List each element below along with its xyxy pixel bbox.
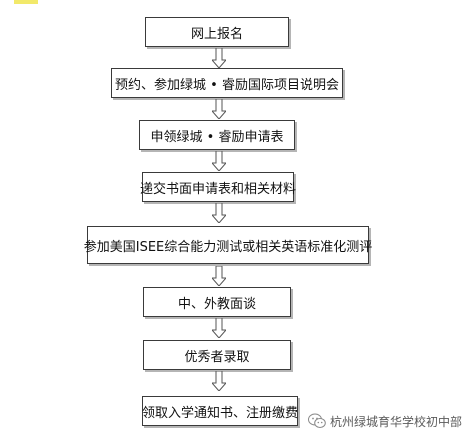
watermark: 杭州绿城育华学校初中部 (308, 410, 462, 432)
step-test: 参加美国ISEE综合能力测试或相关英语标准化测评 (84, 226, 372, 264)
step-submit: 递交书面申请表和相关材料 (140, 172, 297, 202)
step-label: 优秀者录取 (184, 349, 250, 365)
step-label: 网上报名 (190, 26, 243, 42)
step-label: 参加美国ISEE综合能力测试或相关英语标准化测评 (83, 239, 373, 255)
arrow-down-icon (212, 266, 226, 286)
arrow-down-icon (212, 99, 226, 119)
arrow-down-icon (212, 203, 226, 223)
step-enroll: 领取入学通知书、注册缴费 (142, 396, 298, 426)
arrow-down-icon (212, 371, 226, 391)
step-briefing: 预约、参加绿城 • 睿励国际项目说明会 (111, 68, 343, 98)
step-label: 中、外教面谈 (177, 296, 256, 312)
arrow-down-icon (212, 151, 226, 171)
step-interview: 中、外教面谈 (143, 287, 291, 317)
watermark-text: 杭州绿城育华学校初中部 (330, 414, 463, 429)
arrow-down-icon (212, 48, 226, 68)
corner-mark (14, 0, 38, 4)
step-label: 递交书面申请表和相关材料 (140, 181, 297, 197)
step-get-form: 申领绿城 • 睿励申请表 (139, 120, 295, 150)
step-label: 预约、参加绿城 • 睿励国际项目说明会 (115, 77, 339, 93)
step-register: 网上报名 (145, 17, 289, 47)
step-label: 领取入学通知书、注册缴费 (142, 405, 299, 421)
step-label: 申领绿城 • 睿励申请表 (150, 129, 284, 145)
wechat-icon (308, 413, 326, 429)
step-admit: 优秀者录取 (143, 340, 291, 370)
arrow-down-icon (212, 318, 226, 338)
